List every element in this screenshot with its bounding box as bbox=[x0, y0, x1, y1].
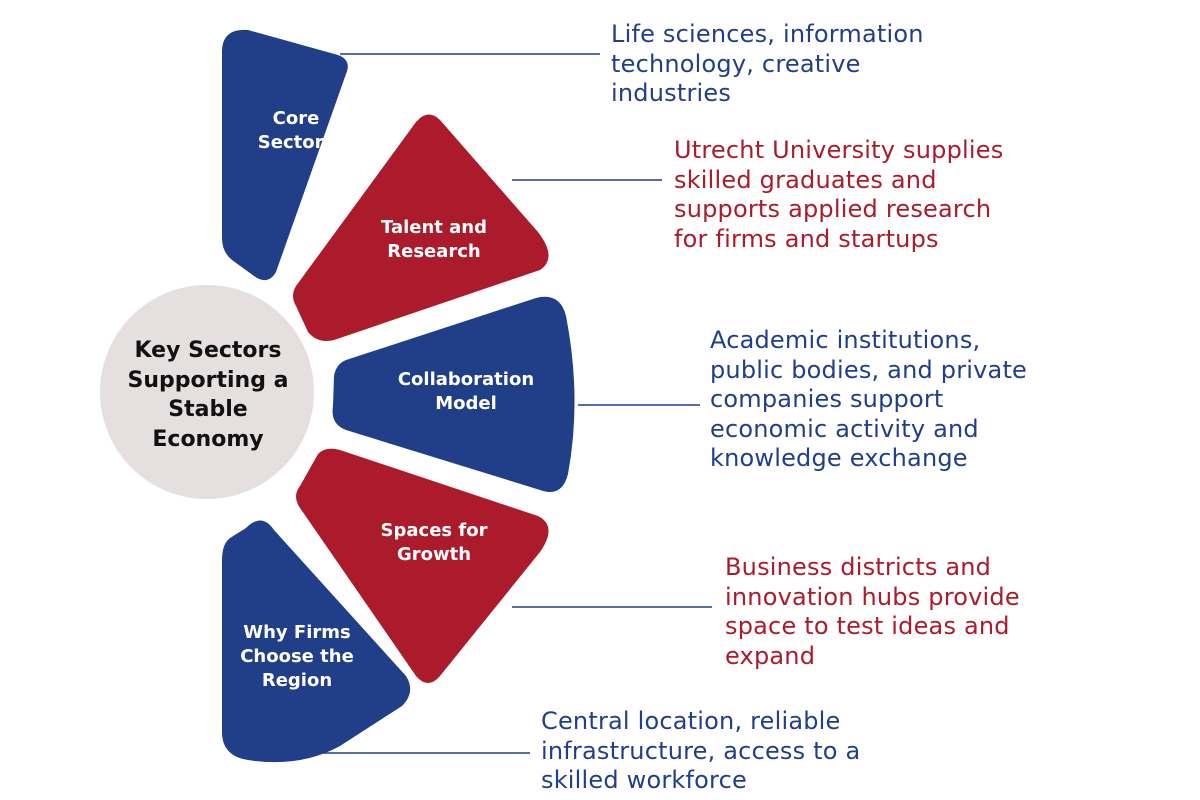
segment-label-core-sectors: Core Sectors bbox=[257, 108, 335, 153]
segment-core-sectors bbox=[222, 29, 348, 281]
description-why-firms: Central location, reliable infrastructur… bbox=[541, 707, 861, 794]
segment-label-talent-research: Talent and Research bbox=[380, 217, 487, 262]
description-talent-research: Utrecht University supplies skilled grad… bbox=[674, 136, 1004, 253]
segment-label-spaces-growth: Spaces for Growth bbox=[380, 520, 488, 565]
center-circle bbox=[100, 285, 314, 499]
description-spaces-growth: Business districts and innovation hubs p… bbox=[725, 553, 1020, 670]
segment-label-collaboration-model: Collaboration Model bbox=[397, 369, 535, 414]
description-core-sectors: Life sciences, information technology, c… bbox=[611, 20, 924, 107]
center-title: Key Sectors Supporting a Stable Economy bbox=[127, 338, 289, 452]
segment-talent-research bbox=[293, 114, 549, 341]
segment-label-why-firms: Why Firms Choose the Region bbox=[240, 622, 354, 691]
description-collaboration-model: Academic institutions, public bodies, an… bbox=[710, 326, 1028, 472]
segment-spaces-growth bbox=[296, 448, 549, 683]
segment-why-firms bbox=[222, 520, 411, 763]
segment-collaboration-model bbox=[332, 296, 575, 492]
